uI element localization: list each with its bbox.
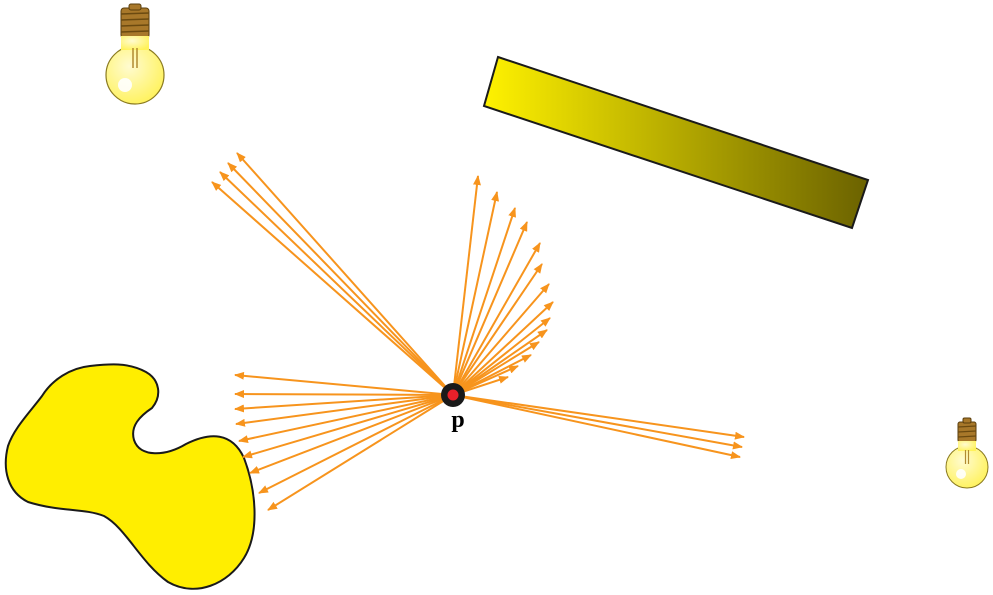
ray-arrow xyxy=(452,394,745,440)
ray-arrow xyxy=(242,394,454,459)
ray-arrow xyxy=(234,394,454,413)
point-p xyxy=(447,389,459,401)
ray-arrow xyxy=(452,175,481,396)
ray-arrow xyxy=(219,171,454,396)
ray-arrow xyxy=(234,390,454,399)
ray-arrow xyxy=(452,207,516,396)
ray-arrow xyxy=(452,191,500,396)
ray-arrow xyxy=(452,341,540,396)
ray-arrow xyxy=(452,242,541,396)
yellow-panel xyxy=(482,55,870,230)
ray-arrow xyxy=(452,221,528,396)
ray-arrow xyxy=(452,263,543,396)
light-bulb-top-left-icon xyxy=(105,3,165,105)
ray-arrow xyxy=(249,394,454,474)
ray-arrow xyxy=(267,394,454,511)
ray-arrow xyxy=(452,283,550,396)
ray-arrow xyxy=(236,152,454,396)
ray-arrow xyxy=(452,317,551,396)
ray-arrow xyxy=(452,329,548,396)
ray-arrow xyxy=(452,301,554,396)
ray-arrow xyxy=(211,181,454,396)
light-bulb-right-icon xyxy=(945,417,989,489)
yellow-blob xyxy=(4,363,256,590)
ray-group xyxy=(211,152,745,511)
ray-arrow xyxy=(235,394,454,427)
ray-arrow xyxy=(238,394,454,444)
ray-arrow xyxy=(258,394,454,494)
point-p-label: p xyxy=(451,407,464,433)
ray-arrow xyxy=(234,371,454,396)
ray-arrow xyxy=(227,162,454,396)
ray-arrow xyxy=(452,394,741,460)
ray-arrow xyxy=(452,394,743,450)
